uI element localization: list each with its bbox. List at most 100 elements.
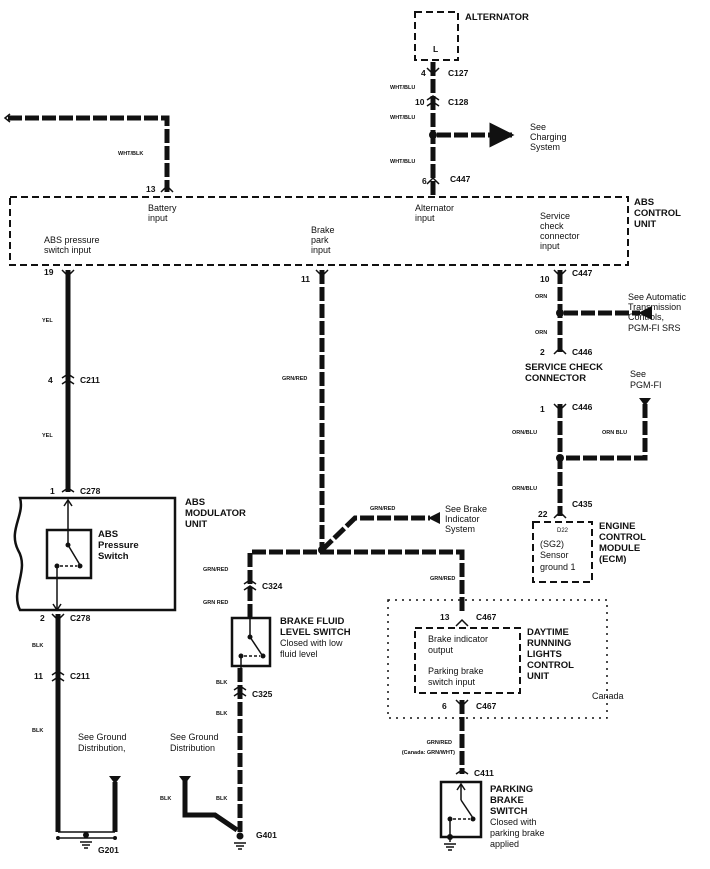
drl-control-unit: 13 C467 Brake indicator output Parking b…: [387, 599, 624, 778]
abs-control-unit: ABS CONTROL UNIT Battery input ABS press…: [9, 196, 681, 266]
brake-indicator-ref: Indicator: [445, 514, 480, 524]
connector-c435: C435: [572, 499, 593, 509]
parking-brake-input-label: Parking brake: [428, 666, 484, 676]
wire-color-label: BLK: [216, 680, 227, 686]
brake-park-input-label: input: [311, 245, 331, 255]
parking-brake-switch-desc: parking brake: [490, 828, 545, 838]
connector-c467: C467: [476, 612, 497, 622]
charging-ref: Charging: [530, 132, 567, 142]
pin-label: 6: [422, 176, 427, 186]
battery-circuit: WHT/BLK 13: [3, 113, 174, 194]
wire-color-label: ORN/BLU: [512, 486, 537, 492]
ecm-label: (ECM): [599, 554, 626, 565]
parking-brake-switch-desc: Closed with: [490, 817, 537, 827]
service-check-input-label: Service: [540, 211, 570, 221]
connector-c278: C278: [70, 613, 91, 623]
pin-label: 6: [442, 701, 447, 711]
brake-indicator-output-label: Brake indicator: [428, 634, 488, 644]
connector-c446: C446: [572, 402, 593, 412]
pin-label: 11: [34, 671, 43, 681]
parking-brake-switch-label: PARKING: [490, 784, 533, 795]
service-check-connector-label: SERVICE CHECK: [525, 362, 603, 373]
connector-c324: C324: [262, 581, 283, 591]
brake-fluid-ground-circuit: BLK C325 BLK BLK BLK See Ground Distribu…: [160, 668, 277, 850]
ecm-label: MODULE: [599, 543, 640, 554]
atc-ref: See Automatic: [628, 292, 687, 302]
ecm-desc: Sensor: [540, 550, 569, 560]
abs-pressure-switch-label: Pressure: [98, 540, 139, 551]
battery-input-label: input: [148, 213, 168, 223]
abs-modulator-unit: ABS Pressure Switch ABS MODULATOR UNIT: [13, 496, 246, 612]
service-check-input-label: input: [540, 241, 560, 251]
wire-color-label: WHT/BLK: [118, 151, 143, 157]
ground-ref: Distribution: [170, 743, 215, 753]
wire-color-label: ORN/BLU: [512, 430, 537, 436]
alternator-circuit: 4 C127 10 C128 WHT/BLU WHT/BLU WHT/BLU S…: [390, 62, 567, 198]
ecm: D22 (SG2) Sensor ground 1 ENGINE CONTROL…: [532, 521, 646, 583]
brake-park-circuit: 11 GRN/RED GRN/RED See Brake Indicator S…: [203, 269, 487, 618]
drl-label: LIGHTS: [527, 649, 562, 660]
brake-fluid-switch-label: LEVEL SWITCH: [280, 627, 351, 638]
splice: [556, 454, 564, 462]
pin-label: 4: [421, 68, 426, 78]
connector-c467: C467: [476, 701, 497, 711]
brake-park-input-label: Brake: [311, 225, 335, 235]
wire-color-label: ORN: [535, 294, 547, 300]
alternator-terminal: L: [433, 44, 438, 54]
charging-ref: See: [530, 122, 546, 132]
pin-label: 13: [440, 612, 450, 622]
connector-c211: C211: [70, 671, 90, 681]
battery-input-label: Battery: [148, 203, 177, 213]
wire-color-label: BLK: [32, 728, 43, 734]
drl-label: UNIT: [527, 671, 549, 682]
ecm-desc: (SG2): [540, 539, 564, 549]
brake-fluid-switch-label: BRAKE FLUID: [280, 616, 345, 627]
abs-control-unit-label: CONTROL: [634, 208, 681, 219]
ground-g401: G401: [256, 830, 277, 840]
parking-brake-switch: PARKING BRAKE SWITCH Closed with parking…: [439, 780, 545, 851]
service-check-input-label: check: [540, 221, 564, 231]
service-check-circuit: 10 C447 ORN ORN See Automatic Transmissi…: [512, 268, 687, 519]
parking-brake-switch-desc: applied: [490, 839, 519, 849]
pin-label: 13: [146, 184, 156, 194]
wire-color-label: BLK: [216, 711, 227, 717]
brake-fluid-switch-desc: Closed with low: [280, 638, 343, 648]
wire-color-label: GRN/RED: [430, 576, 455, 582]
pin-label: 2: [40, 613, 45, 623]
wire-color-label: YEL: [42, 318, 53, 324]
brake-fluid-level-switch: BRAKE FLUID LEVEL SWITCH Closed with low…: [230, 616, 351, 670]
pin-label: 4: [48, 375, 53, 385]
ecm-desc: ground 1: [540, 562, 576, 572]
abs-control-unit-label: ABS: [634, 197, 654, 208]
ground-ref: See Ground: [78, 732, 127, 742]
wire-color-label: GRN RED: [203, 600, 228, 606]
brake-indicator-ref: System: [445, 524, 475, 534]
alternator-input-label: Alternator: [415, 203, 454, 213]
wire-color-label: BLK: [160, 796, 171, 802]
wire-color-label: WHT/BLU: [390, 115, 415, 121]
ecm-label: ENGINE: [599, 521, 635, 532]
parking-brake-switch-label: BRAKE: [490, 795, 524, 806]
canada-label: Canada: [592, 691, 624, 701]
pin-label: 11: [301, 274, 310, 284]
wire-color-label: ORN: [535, 330, 547, 336]
brake-indicator-output-label: output: [428, 645, 454, 655]
abs-pressure-switch-label: ABS: [98, 529, 118, 540]
wire-color-label: GRN/RED: [282, 376, 307, 382]
charging-ref: System: [530, 142, 560, 152]
abs-pressure-input-label: switch input: [44, 245, 92, 255]
splice: [429, 131, 437, 139]
brake-fluid-switch-desc: fluid level: [280, 649, 318, 659]
wire-color-label: BLK: [216, 796, 227, 802]
abs-pressure-input-label: ABS pressure: [44, 235, 100, 245]
pgmfi-ref: PGM-FI: [630, 380, 662, 390]
alternator-label: ALTERNATOR: [465, 12, 529, 23]
wire-color-label: GRN/RED: [203, 567, 228, 573]
parking-brake-input-label: switch input: [428, 677, 476, 687]
alternator: L ALTERNATOR: [414, 11, 529, 61]
ecm-terminal: D22: [557, 528, 569, 534]
connector-c278: C278: [80, 486, 101, 496]
ground-ref: Distribution,: [78, 743, 126, 753]
pin-label: 2: [540, 347, 545, 357]
